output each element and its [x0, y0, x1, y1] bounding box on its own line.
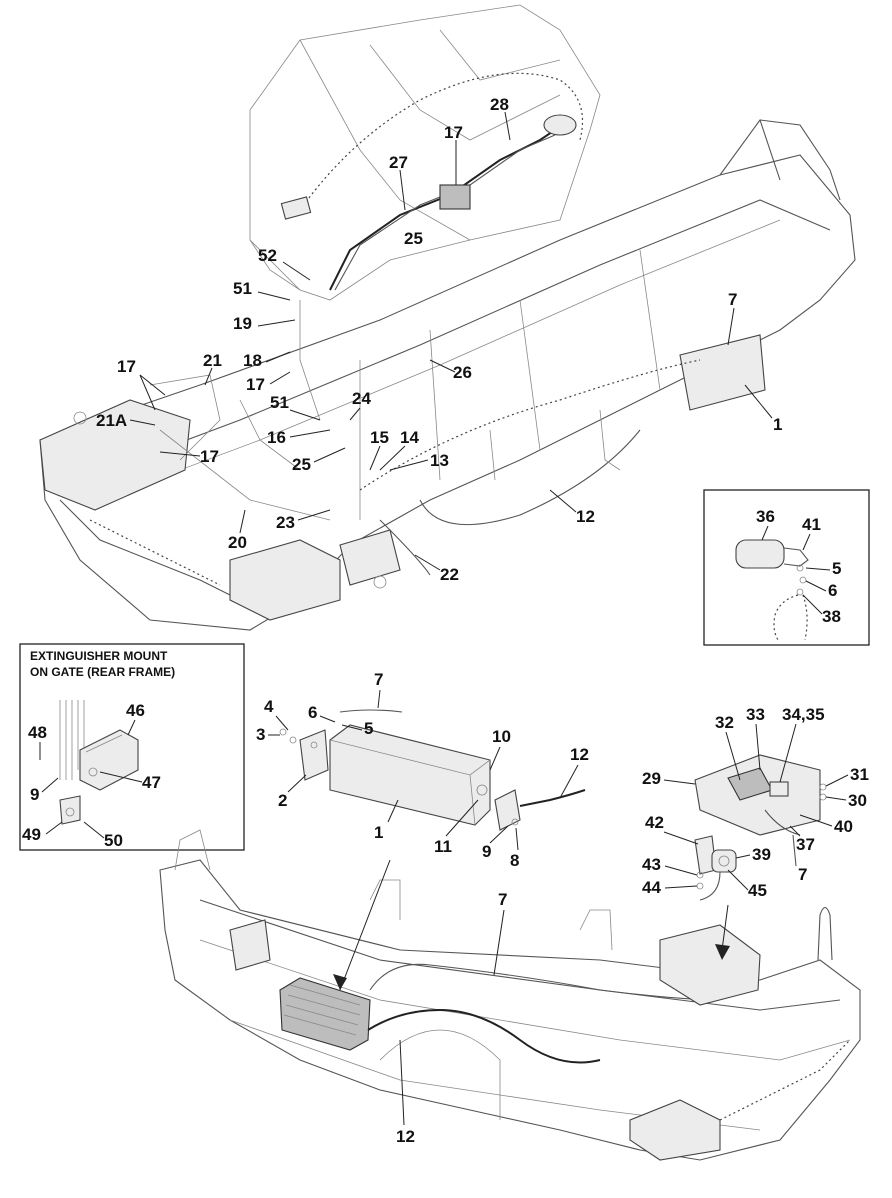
exp-callout-39: 39: [752, 845, 771, 864]
callout-25: 25: [404, 229, 423, 248]
exp-callout-33: 33: [746, 705, 765, 724]
callout-21: 21: [203, 351, 222, 370]
inset-title-line2: ON GATE (REAR FRAME): [30, 665, 175, 679]
callout-12: 12: [576, 507, 595, 526]
callout-20: 20: [228, 533, 247, 552]
exp-callout-2: 2: [278, 791, 287, 810]
bottom-frame-assembly: [159, 829, 861, 1161]
exp-callout-1a: 1: [374, 823, 383, 842]
callout-27: 27: [389, 153, 408, 172]
callout-17: 17: [444, 123, 463, 142]
exp-callout-44: 44: [642, 878, 661, 897]
mount-callout-48: 48: [28, 723, 47, 742]
valve-housing: [694, 754, 827, 867]
exp-callout-43: 43: [642, 855, 661, 874]
exp-callout-30: 30: [848, 791, 867, 810]
exp-callout-37: 37: [796, 835, 815, 854]
canister-1: [329, 724, 491, 826]
callout-7: 7: [728, 290, 737, 309]
callout-52: 52: [258, 246, 277, 265]
callout-28: 28: [490, 95, 509, 114]
callout-24: 24: [352, 389, 371, 408]
exp-callout-29: 29: [642, 769, 661, 788]
exp-callout-8: 8: [510, 851, 519, 870]
bottom-callout-12: 12: [396, 1127, 415, 1146]
inset-callout-6: 6: [828, 581, 837, 600]
callout-23: 23: [276, 513, 295, 532]
callout-1: 1: [773, 415, 782, 434]
callout-13: 13: [430, 451, 449, 470]
exploded-parts: [279, 709, 827, 901]
callout-51: 51: [233, 279, 252, 298]
exp-callout-42: 42: [645, 813, 664, 832]
exp-callout-45: 45: [748, 881, 767, 900]
inset-callout-36: 36: [756, 507, 775, 526]
exp-callout-5: 5: [364, 719, 373, 738]
pointer-arrows: [333, 859, 730, 991]
extinguisher-mount-inset: EXTINGUISHER MOUNT ON GATE (REAR FRAME) …: [19, 643, 245, 851]
fire-extinguisher-cylinder: [735, 539, 809, 641]
exp-callout-3: 3: [256, 725, 265, 744]
inset-title-line1: EXTINGUISHER MOUNT: [30, 649, 168, 663]
inset-callout-5: 5: [832, 559, 841, 578]
solenoid: [694, 835, 737, 901]
mount-callout-47: 47: [142, 773, 161, 792]
mount-callout-9: 9: [30, 785, 39, 804]
callout-17c: 17: [117, 357, 136, 376]
exp-callout-40: 40: [834, 817, 853, 836]
callout-15: 15: [370, 428, 389, 447]
callout-18: 18: [243, 351, 262, 370]
exp-callout-32: 32: [715, 713, 734, 732]
callout-26: 26: [453, 363, 472, 382]
callout-51b: 51: [270, 393, 289, 412]
bottom-callouts: 7 1 12: [396, 890, 507, 1146]
callout-16: 16: [267, 428, 286, 447]
exp-callout-11: 11: [434, 837, 452, 856]
callout-22: 22: [440, 565, 459, 584]
mount-callout-49: 49: [22, 825, 41, 844]
exp-callout-34-35: 34,35: [782, 705, 825, 724]
top-callouts: 28 17 27 25 52 51 19 18 17 21 17 21A 17 …: [96, 95, 782, 584]
bottom-callout-7: 7: [498, 890, 507, 909]
inset-callout-38: 38: [822, 607, 841, 626]
exp-callout-4: 4: [264, 697, 274, 716]
callout-19: 19: [233, 314, 252, 333]
top-frame-assembly: [39, 4, 856, 631]
exploded-callouts: 7 4 6 3 5 2 10 12 1 11 9 8 32 33 34,35 2…: [256, 670, 869, 900]
callout-25b: 25: [292, 455, 311, 474]
exp-callout-31: 31: [850, 765, 869, 784]
mount-callout-50: 50: [104, 831, 123, 850]
exp-callout-10: 10: [492, 727, 511, 746]
inset-callout-41: 41: [802, 515, 821, 534]
exp-callout-6: 6: [308, 703, 317, 722]
mount-callout-46: 46: [126, 701, 145, 720]
callout-14: 14: [400, 428, 419, 447]
right-inset: 36 41 5 6 38: [703, 489, 870, 646]
exp-callout-12a: 12: [570, 745, 589, 764]
exp-callout-7a: 7: [374, 670, 383, 689]
callout-21A: 21A: [96, 411, 127, 430]
mounted-extinguisher: [59, 729, 139, 825]
exp-callout-9: 9: [482, 842, 491, 861]
exp-callout-7b: 7: [798, 865, 807, 884]
callout-17b: 17: [246, 375, 265, 394]
callout-17d: 17: [200, 447, 219, 466]
